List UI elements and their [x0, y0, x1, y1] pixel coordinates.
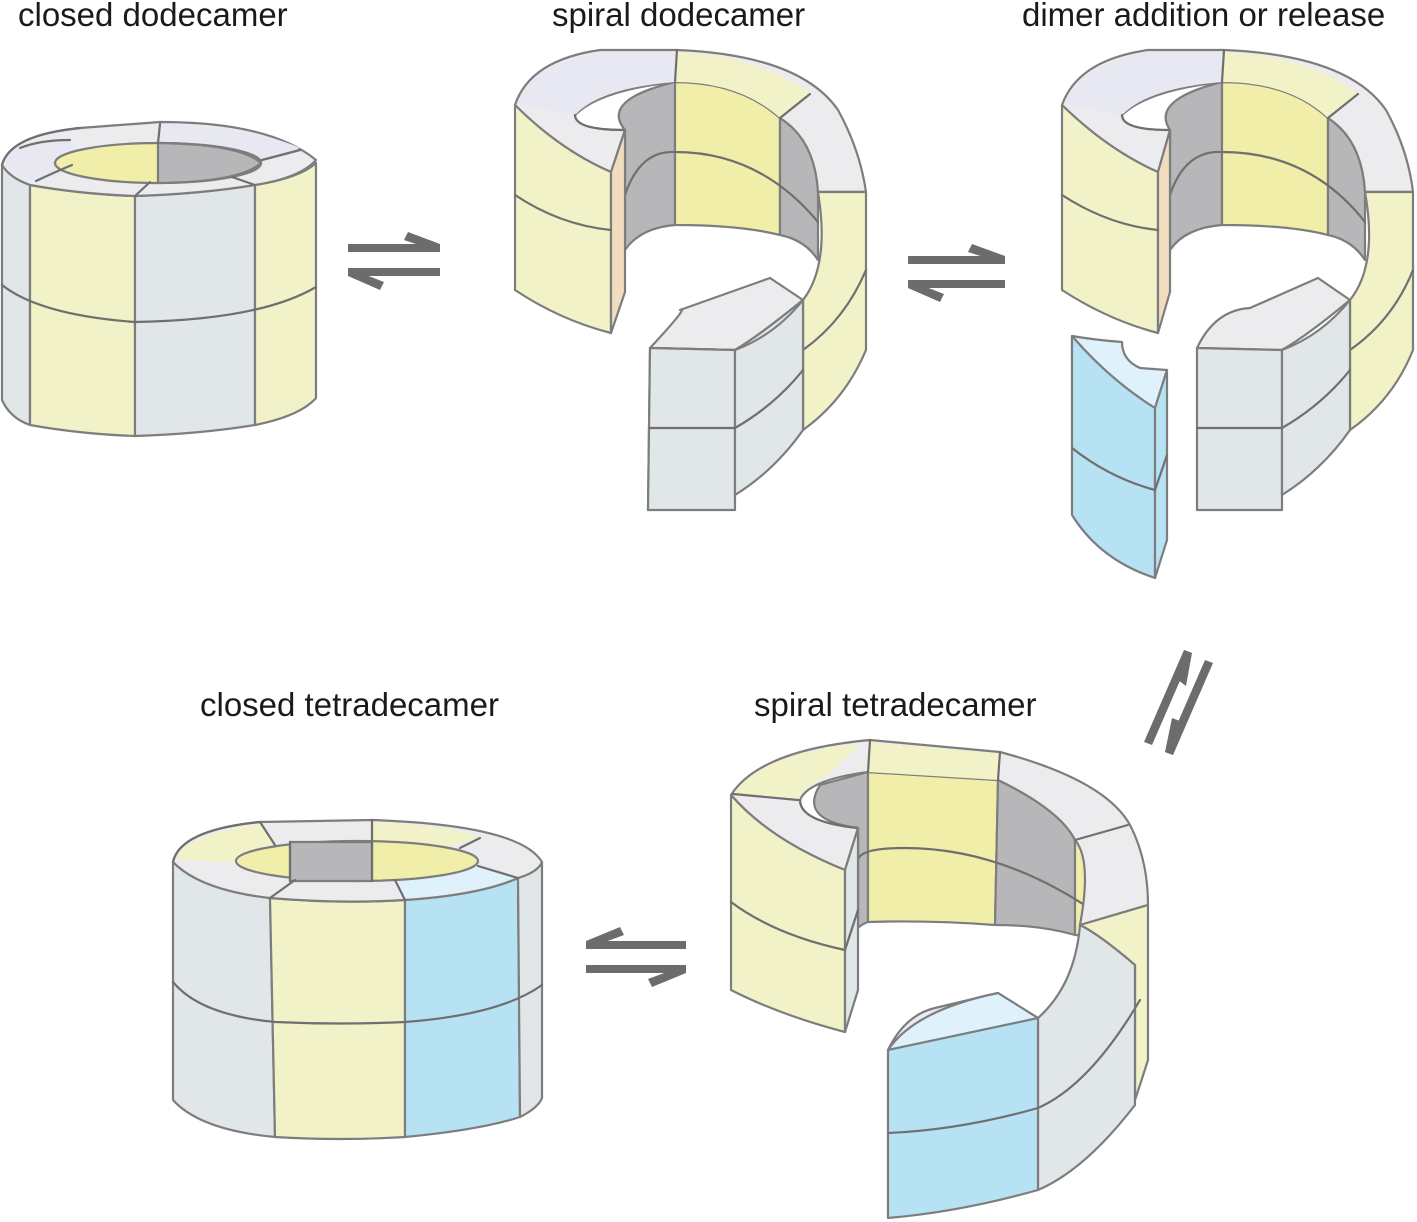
- closed-dodecamer-title: closed dodecamer: [18, 0, 288, 33]
- dimer-addition-structure: [1060, 48, 1415, 580]
- closed-tetradecamer: [171, 818, 544, 1141]
- spiral-tetradecamer: [729, 738, 1150, 1220]
- equilibrium-arrow-2: [908, 244, 1005, 302]
- equilibrium-arrow-1: [348, 232, 440, 290]
- dimer-addition-title: dimer addition or release: [1022, 0, 1385, 33]
- closed-tetradecamer-title: closed tetradecamer: [200, 686, 499, 723]
- equilibrium-arrow-3: [1144, 650, 1213, 755]
- spiral-dodecamer-title: spiral dodecamer: [552, 0, 805, 33]
- equilibrium-arrow-4: [586, 927, 686, 987]
- spiral-tetradecamer-title: spiral tetradecamer: [754, 686, 1036, 723]
- spiral-dodecamer: [513, 48, 868, 512]
- closed-dodecamer: [0, 120, 318, 438]
